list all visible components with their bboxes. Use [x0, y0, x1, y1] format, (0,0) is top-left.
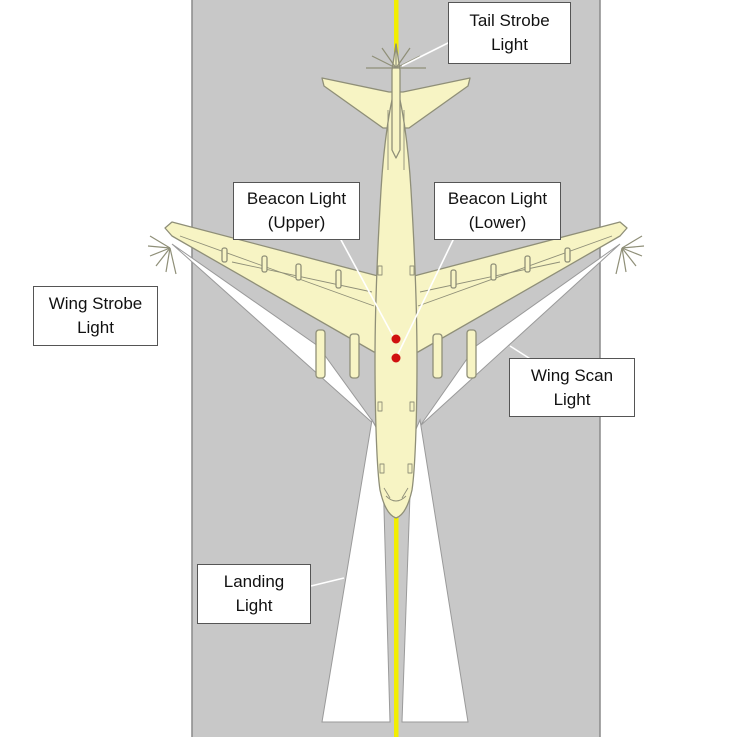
wing-scan-light-beams	[171, 243, 621, 427]
wing-strobe-light-icon-right	[615, 235, 645, 275]
label-wing-scan-line1: Wing Scan	[530, 365, 614, 385]
wing-scan-beam-left	[171, 243, 377, 427]
leader-beacon-upper	[339, 237, 394, 337]
label-beacon-upper-line1: Beacon Light	[246, 189, 347, 208]
label-tail-strobe-line1: Tail Strobe	[469, 11, 550, 30]
fuselage	[374, 85, 418, 519]
airplane-icon	[164, 43, 628, 519]
fuselage-details	[383, 110, 409, 502]
beacon-light-lower	[391, 353, 401, 363]
leader-beacon-lower	[397, 237, 455, 355]
label-landing-line1: Landing	[223, 572, 285, 591]
engine-right-outer	[466, 329, 477, 379]
label-landing-light: Landing Light	[197, 564, 311, 624]
label-beacon-lower-line1: Beacon Light	[447, 189, 548, 208]
tail-strobe-light-icon	[366, 44, 426, 69]
leader-lines	[157, 39, 533, 587]
leader-tail-strobe	[401, 39, 455, 67]
label-wing-strobe-line2: Light	[77, 318, 114, 337]
leader-wing-scan	[509, 345, 533, 361]
label-beacon-upper-line2: (Upper)	[267, 213, 326, 232]
engine-left-inner	[349, 333, 360, 379]
label-wing-strobe-light: Wing Strobe Light	[33, 286, 158, 346]
label-landing-line2: Light	[235, 596, 273, 615]
label-wing-scan-light: Wing Scan Light	[509, 358, 635, 417]
label-wing-scan-line2: Light	[553, 389, 591, 409]
landing-light-beams	[321, 418, 469, 723]
label-beacon-light-lower: Beacon Light (Lower)	[434, 182, 561, 240]
leader-landing	[310, 577, 345, 587]
label-wing-strobe-line1: Wing Strobe	[48, 294, 143, 313]
label-tail-strobe-line2: Light	[491, 35, 528, 54]
wing-strobe-light-icon-left	[147, 235, 177, 275]
label-tail-strobe-light: Tail Strobe Light	[448, 2, 571, 64]
fuselage-doors	[377, 265, 415, 474]
engines	[315, 329, 477, 379]
wing-scan-beam-right	[419, 243, 621, 427]
wing-detail-lines	[179, 235, 613, 307]
label-beacon-light-upper: Beacon Light (Upper)	[233, 182, 360, 240]
flap-track-fairings	[221, 247, 571, 289]
label-beacon-lower-line2: (Lower)	[468, 213, 527, 232]
engine-right-inner	[432, 333, 443, 379]
engine-left-outer	[315, 329, 326, 379]
leader-wing-strobe	[157, 275, 175, 293]
beacon-light-upper	[391, 334, 401, 344]
